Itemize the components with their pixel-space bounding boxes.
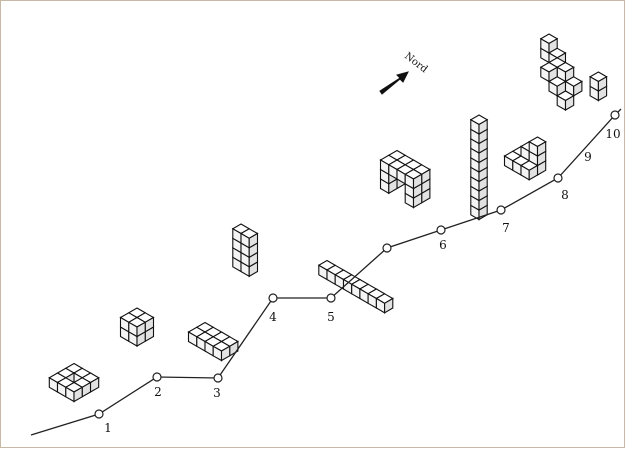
cube-face [564, 94, 575, 111]
north-arrow-icon [379, 71, 409, 95]
waypoint-marker [152, 372, 162, 382]
waypoint-marker [553, 173, 563, 183]
waypoint-label: 1 [104, 421, 112, 435]
structure-tower-short [231, 223, 259, 278]
waypoint-label: 8 [561, 188, 569, 202]
cube-face [248, 232, 259, 249]
cube-face [220, 345, 231, 362]
waypoint-label: 4 [269, 310, 277, 324]
structure-octagon-ring [48, 362, 100, 403]
waypoint-marker [213, 373, 223, 383]
waypoint-marker [610, 110, 620, 120]
compass: Nord [379, 51, 430, 95]
structures-layer [48, 33, 608, 403]
waypoint-label: 5 [327, 310, 335, 324]
waypoint-marker [496, 205, 506, 215]
waypoint-label: 6 [439, 238, 447, 252]
cube-face [73, 386, 83, 403]
structure-scattered-cluster [539, 33, 608, 111]
structure-tower-tall [469, 114, 489, 221]
cube-face [136, 321, 146, 338]
waypoint-marker [436, 225, 446, 235]
waypoint-marker [94, 409, 104, 419]
cube-face [573, 80, 583, 97]
waypoint-label: 7 [502, 221, 510, 235]
waypoint-label: 9 [584, 150, 592, 164]
structure-arch [379, 149, 431, 209]
waypoint-label: 2 [154, 385, 162, 399]
waypoint-label: 10 [605, 127, 620, 141]
structure-cube-block [119, 307, 155, 347]
cube-face [528, 164, 539, 181]
route-line [30, 108, 622, 436]
waypoint-marker [268, 293, 278, 303]
structure-long-wall [317, 259, 394, 314]
waypoint-marker [326, 293, 336, 303]
cube-face [384, 297, 394, 314]
structure-l-slab [187, 321, 239, 362]
waypoint-marker [382, 243, 392, 253]
cube-face [536, 140, 547, 157]
waypoint-label: 3 [213, 386, 221, 400]
cube-face [597, 75, 608, 92]
cube-face [412, 173, 423, 190]
route-path: 1 2 3 4 5 6 7 8 9 10 [30, 108, 622, 436]
cube-face [478, 118, 488, 135]
structure-stepped-cluster [503, 136, 547, 181]
